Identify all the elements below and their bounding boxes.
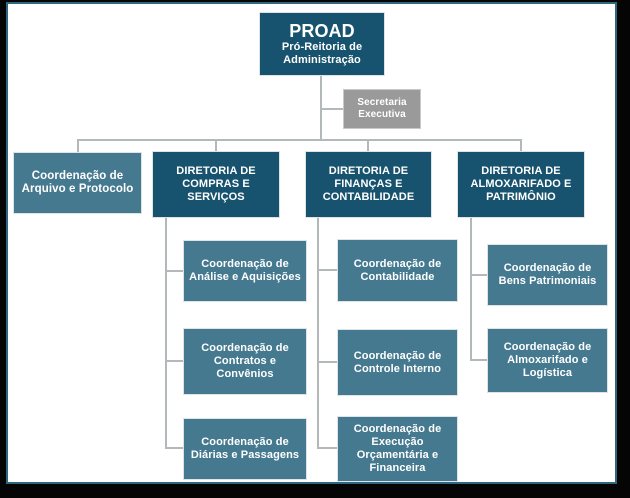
org-node-proad-subtitle: Pró-Reitoria de Administração: [281, 41, 363, 66]
connector-financas-stub-2: [317, 361, 337, 363]
connector-compras-spine: [165, 218, 167, 449]
org-node-diretoria-financas-contabilidade: DIRETORIA DE FINANÇAS E CONTABILIDADE: [305, 151, 432, 218]
connector-drop-arquivo: [77, 139, 79, 153]
connector-secretariat-stub: [320, 108, 343, 110]
org-node-proad: PROAD Pró-Reitoria de Administração: [259, 12, 385, 76]
connector-almoxarifado-stub-1: [470, 274, 487, 276]
connector-main-horizontal: [77, 139, 522, 141]
chart-frame: [6, 2, 617, 484]
connector-financas-spine: [317, 218, 319, 449]
org-node-coordenacao-almoxarifado-logistica: Coordenação de Almoxarifado e Logística: [487, 328, 608, 393]
org-node-diretoria-compras-servicos: DIRETORIA DE COMPRAS E SERVIÇOS: [152, 151, 280, 218]
connector-root-drop: [320, 76, 322, 139]
connector-drop-financas: [367, 139, 369, 152]
org-node-coordenacao-execucao-orcamentaria-financeira: Coordenação de Execução Orçamentária e F…: [337, 416, 458, 482]
org-node-diretoria-almoxarifado-patrimonio: DIRETORIA DE ALMOXARIFADO E PATRIMÔNIO: [457, 151, 585, 218]
connector-almoxarifado-spine: [470, 218, 472, 361]
connector-drop-almoxarifado: [520, 139, 522, 152]
org-node-coordenacao-arquivo-protocolo: Coordenação de Arquivo e Protocolo: [13, 152, 142, 214]
org-node-coordenacao-contratos-convenios: Coordenação de Contratos e Convênios: [183, 328, 307, 395]
org-node-secretaria-executiva: Secretaria Executiva: [343, 89, 421, 129]
connector-financas-stub-3: [317, 447, 337, 449]
org-node-proad-title: PROAD: [289, 21, 355, 41]
connector-compras-stub-3: [165, 447, 183, 449]
connector-almoxarifado-stub-2: [470, 359, 487, 361]
org-node-coordenacao-contabilidade: Coordenação de Contabilidade: [337, 239, 458, 302]
connector-compras-stub-1: [165, 270, 183, 272]
connector-compras-stub-2: [165, 360, 183, 362]
connector-drop-compras: [215, 139, 217, 152]
connector-financas-stub-1: [317, 269, 337, 271]
org-node-coordenacao-bens-patrimoniais: Coordenação de Bens Patrimoniais: [487, 244, 608, 306]
org-node-coordenacao-diarias-passagens: Coordenação de Diárias e Passagens: [183, 418, 307, 480]
org-node-coordenacao-controle-interno: Coordenação de Controle Interno: [337, 329, 458, 396]
org-node-coordenacao-analise-aquisicoes: Coordenação de Análise e Aquisições: [183, 240, 307, 302]
